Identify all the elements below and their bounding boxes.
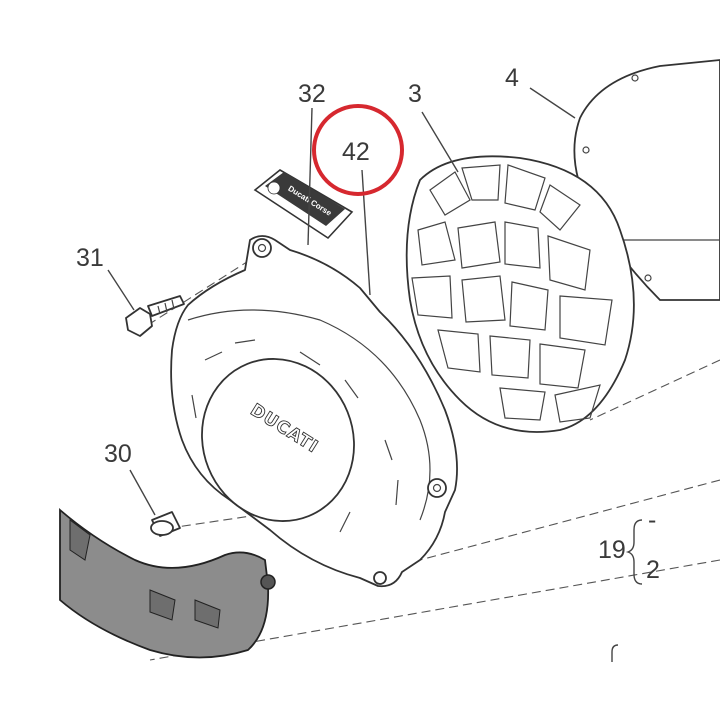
callout-19: 19 (598, 536, 626, 564)
callout-32: 32 (298, 80, 326, 108)
brace-bottom-label: 2 (646, 556, 660, 584)
callout-3: 3 (408, 80, 422, 108)
clutch-plate-part-3 (405, 155, 635, 433)
brace-top-label: - (648, 506, 656, 534)
callout-31: 31 (76, 244, 104, 272)
cover-hub (201, 358, 355, 522)
bolt-part-31 (125, 295, 185, 337)
guard-part (59, 508, 276, 659)
brace (625, 519, 643, 585)
decal-part-32: Ducati Corse (253, 169, 354, 240)
bracket-fragment (611, 644, 619, 662)
leader-lines (107, 87, 576, 516)
callout-30: 30 (104, 440, 132, 468)
callout-42: 42 (342, 138, 370, 166)
highlight-circle (312, 104, 404, 196)
callout-4: 4 (505, 64, 519, 92)
spacer-part-30 (150, 511, 181, 537)
clutch-cover: DUCATI (170, 235, 458, 588)
